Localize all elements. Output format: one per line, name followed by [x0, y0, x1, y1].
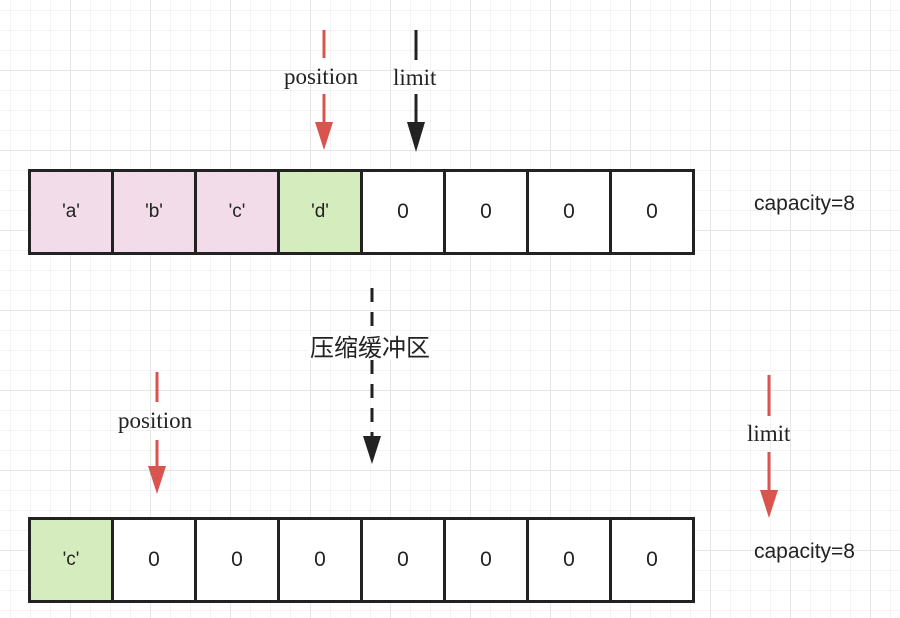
bottom-limit-arrow [760, 375, 778, 518]
top-cell-7: 0 [609, 169, 695, 255]
bottom-limit-label: limit [747, 421, 791, 446]
top-capacity-label: capacity=8 [754, 192, 855, 215]
compact-buffer-label: 压缩缓冲区 [308, 334, 432, 362]
top-cell-5: 0 [443, 169, 529, 255]
top-cell-1: 'b' [111, 169, 197, 255]
bottom-cell-4: 0 [360, 517, 446, 603]
top-cell-4: 0 [360, 169, 446, 255]
top-limit-arrow [407, 30, 425, 152]
bottom-capacity-label: capacity=8 [754, 540, 855, 563]
top-cell-2: 'c' [194, 169, 280, 255]
bottom-cell-0: 'c' [28, 517, 114, 603]
top-cell-0: 'a' [28, 169, 114, 255]
bottom-cell-1: 0 [111, 517, 197, 603]
top-limit-label: limit [393, 65, 437, 90]
bottom-cell-7: 0 [609, 517, 695, 603]
top-position-arrow [315, 30, 333, 150]
top-position-label: position [284, 64, 359, 89]
bottom-cell-5: 0 [443, 517, 529, 603]
bottom-cell-3: 0 [277, 517, 363, 603]
bottom-buffer: 'c' 0 0 0 0 0 0 0 [28, 517, 695, 603]
bottom-cell-6: 0 [526, 517, 612, 603]
bottom-position-label: position [118, 408, 193, 433]
compact-dashed-arrow [363, 288, 381, 464]
top-cell-6: 0 [526, 169, 612, 255]
top-buffer: 'a' 'b' 'c' 'd' 0 0 0 0 [28, 169, 695, 255]
bottom-position-arrow [148, 372, 166, 494]
bottom-cell-2: 0 [194, 517, 280, 603]
top-cell-3: 'd' [277, 169, 363, 255]
